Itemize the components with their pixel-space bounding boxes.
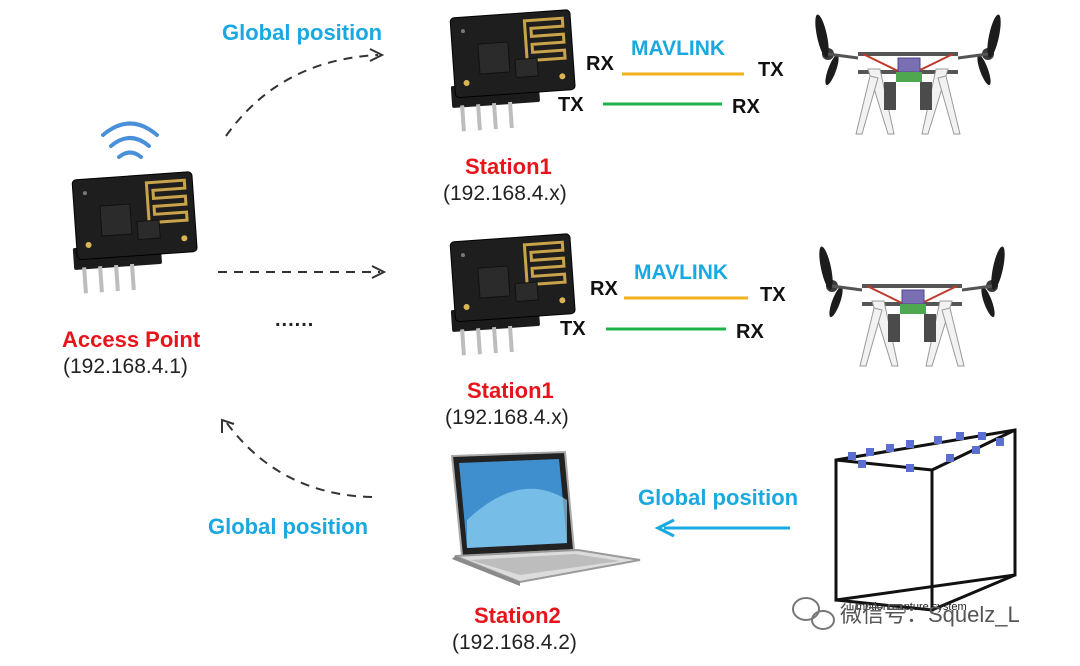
laptop-icon [450,450,641,586]
mavlink-label: MAVLINK [631,37,726,60]
arrow-label-top: Global position [222,20,383,45]
station-laptop-ip: (192.168.4.2) [452,631,577,654]
mocap-cage-icon [834,428,1017,612]
arrow-to-access-point [225,421,373,498]
esp8266-module-icon [66,170,202,296]
esp8266-module-icon [444,232,580,358]
wifi-signal-icon [101,121,159,159]
access-point-name: Access Point [62,327,201,352]
mocap-arrow-label: Global position [638,485,799,510]
tx-right: TX [758,59,784,81]
access-point-ip: (192.168.4.1) [63,355,188,378]
rx-right: RX [736,321,764,343]
arrow-label-bottom: Global position [208,514,369,539]
rx-right: RX [732,96,760,118]
drone-icon [814,243,1010,368]
station-top-name: Station1 [465,154,552,179]
arrow-to-station-top [225,54,379,137]
station-top-ip: (192.168.4.x) [443,182,567,205]
station-mid-name: Station1 [467,378,554,403]
mocap-caption: motion capture system [856,601,967,613]
tx-left: TX [560,318,586,340]
rx-left: RX [590,278,618,300]
station-mid-ip: (192.168.4.x) [445,406,569,429]
drone-icon [810,11,1006,137]
ellipsis: ...... [275,309,315,331]
tx-right: TX [760,284,786,306]
watermark: 微信号：Squelz_L [840,602,1020,627]
rx-left: RX [586,53,614,75]
station-laptop-name: Station2 [474,603,561,628]
wechat-icon [792,597,835,630]
mavlink-label: MAVLINK [634,261,729,284]
tx-left: TX [558,94,584,116]
